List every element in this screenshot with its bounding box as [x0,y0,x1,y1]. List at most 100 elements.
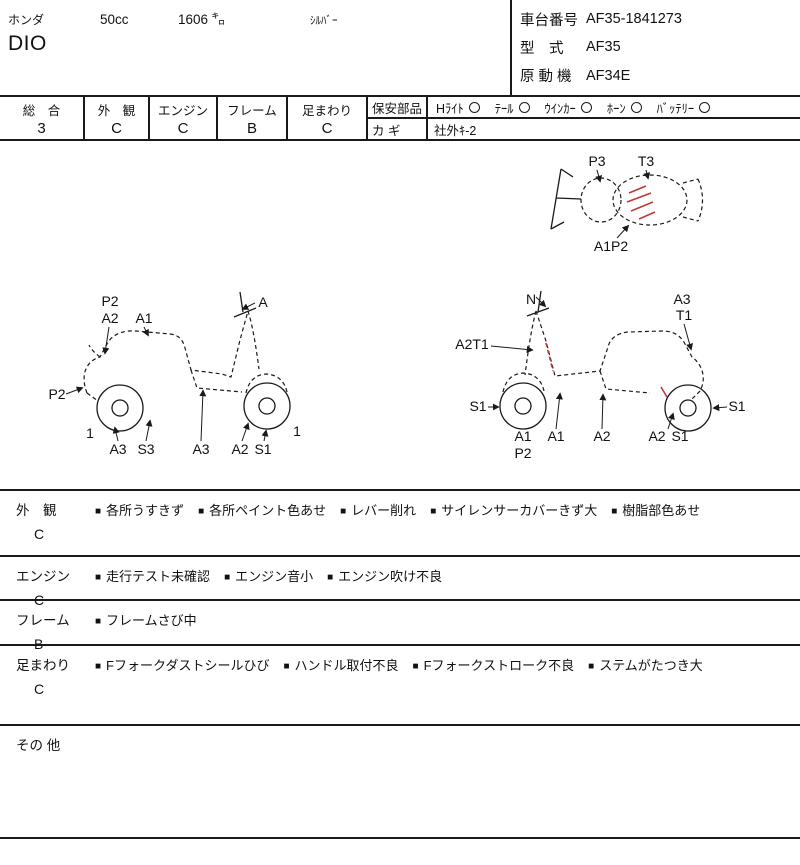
damage-code-label: A2T1 [455,336,489,352]
note-row-undercarriage: 足まわり C ■Fフォークダストシールひび ■ ハンドル取付不良 ■ Fフォークストロー… [0,646,800,726]
key-row: カ ギ 社外ｷ-2 [368,119,800,139]
note-item: ■各所うすきず [95,500,184,519]
safety-part-item: ﾃｰﾙ [495,98,530,117]
damage-code-label: A1 [135,310,152,326]
pass-circle-icon [630,101,642,113]
note-section-grade: C [34,681,45,697]
model-type-value: AF35 [586,39,621,56]
damage-code-label: A1 [547,428,564,444]
damage-code-label: A3 [192,441,209,457]
damage-code-label: A2 [593,428,610,444]
note-items: ■ フレームさび中 [95,601,800,644]
safety-part-name: ﾊﾞｯﾃﾘｰ [656,101,695,116]
damage-code-label: T3 [638,153,655,169]
damage-code-label: A2 [648,428,665,444]
rating-frame-value: B [246,120,257,137]
damage-code-label: A3 [673,291,690,307]
damage-code-label: S1 [671,428,688,444]
damage-diagram-area: P3 T3 A1P2 P2 A2 A1 [0,141,800,491]
damage-diagram: P3 T3 A1P2 P2 A2 A1 [48,153,745,461]
pass-circle-icon [468,101,480,113]
rating-overall: 総 合 3 [0,97,85,139]
safety-part-name: ﾃｰﾙ [494,101,514,116]
note-text: フレームさび中 [106,613,197,628]
model-name: DIO [8,32,47,55]
note-text: Fフォークストローク不良 [423,658,575,673]
rating-exterior-label: 外 観 [97,104,136,118]
damage-code-label: S1 [469,398,486,414]
note-item: ■ ハンドル取付不良 [283,655,398,674]
bullet-square-icon: ■ [340,506,347,517]
rating-exterior: 外 観 C [85,97,150,139]
note-row-engine: エンジン C ■走行テスト未確認 ■エンジン音小 ■ エンジン吹け不良 [0,557,800,608]
note-text: レバー削れ [351,503,417,518]
note-item: ■走行テスト未確認 [95,566,210,585]
chassis-number-label: 車台番号 [520,12,578,29]
rating-engine-value: C [177,120,189,137]
note-text: 走行テスト未確認 [106,569,211,584]
note-section-grade: C [34,592,45,608]
safety-parts-label: 保安部品 [368,97,428,117]
damage-code-label: P2 [514,445,531,461]
engine-model-row: 原 動 機 AF34E [520,65,792,86]
note-section-label: その 他 [16,738,61,753]
damage-code-label: P2 [101,293,118,309]
note-section: 外 観 C [0,491,95,555]
note-row-other: その 他 [0,726,800,839]
note-items: ■Fフォークダストシールひび ■ ハンドル取付不良 ■ Fフォークストローク不良 ■ステム… [95,646,800,724]
note-row-exterior: 外 観 C ■各所うすきず■各所ペイント色あせ■レバー削れ■サイレンサーカバーき… [0,491,800,557]
bullet-square-icon: ■ [611,506,618,517]
rating-engine: エンジン C [150,97,218,139]
damage-code-label: 1 [86,425,94,441]
note-item: ■ レバー削れ [340,500,416,519]
rating-undercarriage-label: 足まわり [301,104,352,118]
safety-part-item: ﾊﾞｯﾃﾘｰ [657,98,711,117]
note-item: ■ステムがたつき大 [588,655,703,674]
note-item: ■エンジン音小 [224,566,313,585]
note-section: 足まわり C [0,646,95,724]
note-row-frame: フレーム B ■ フレームさび中 [0,601,800,652]
note-item: ■ Fフォークストローク不良 [413,655,575,674]
model-type-label: 型 式 [520,40,564,57]
safety-part-name: ﾎｰﾝ [606,101,626,116]
note-section-label: エンジン [16,569,70,584]
damage-code-label: S1 [254,441,271,457]
bullet-square-icon: ■ [327,572,334,583]
note-text: Fフォークダストシールひび [106,658,270,673]
damage-code-label: S3 [137,441,154,457]
rating-frame-label: フレーム [227,104,277,118]
bullet-square-icon: ■ [95,616,102,627]
note-item: ■各所ペイント色あせ [198,500,326,519]
note-text: 各所うすきず [106,503,185,518]
note-section-grade: C [34,526,45,542]
safety-parts-items: Hﾗｲﾄﾃｰﾙｳｲﾝｶｰﾎｰﾝﾊﾞｯﾃﾘｰ [428,97,800,117]
rating-exterior-value: C [111,120,122,137]
identification-block: 車台番号 AF35-1841273 型 式 AF35 原 動 機 AF34E [510,0,800,95]
note-section-label: フレーム [16,613,70,628]
mileage: 1606 ㌔ [178,12,226,27]
note-text: ハンドル取付不良 [294,658,399,673]
note-items: ■各所うすきず■各所ペイント色あせ■レバー削れ■サイレンサーカバーきず大■樹脂部… [95,491,800,555]
rating-undercarriage-value: C [321,120,333,137]
note-section-grade: B [34,636,44,652]
rating-engine-label: エンジン [157,104,208,118]
note-item: ■サイレンサーカバーきず大 [430,500,597,519]
damage-code-label: T1 [676,307,693,323]
body-color: ｼﾙﾊﾞｰ [310,15,338,27]
scooter-top-view: P3 T3 A1P2 [550,153,704,254]
ratings-table: 総 合 3 外 観 C エンジン C フレーム B 足まわり C 保安部品 Hﾗ… [0,95,800,141]
note-text: エンジン吹け不良 [338,569,443,584]
bullet-square-icon: ■ [283,661,290,672]
note-items: ■走行テスト未確認 ■エンジン音小 ■ エンジン吹け不良 [95,557,800,599]
rating-undercarriage: 足まわり C [288,97,368,139]
scooter-left-side-view: P2 A2 A1 A P2 1 A3 S3 A3 A2 S1 [48,291,301,457]
damage-code-label: 1 [293,423,301,439]
pass-circle-icon [518,101,530,113]
chassis-number-value: AF35-1841273 [586,11,682,28]
note-section-label: 足まわり [16,658,70,673]
note-item: ■Fフォークダストシールひび [95,655,269,674]
note-item: ■ エンジン吹け不良 [327,566,442,585]
bullet-square-icon: ■ [412,661,419,672]
pass-circle-icon [699,101,711,113]
damage-code-label: N [526,291,536,307]
